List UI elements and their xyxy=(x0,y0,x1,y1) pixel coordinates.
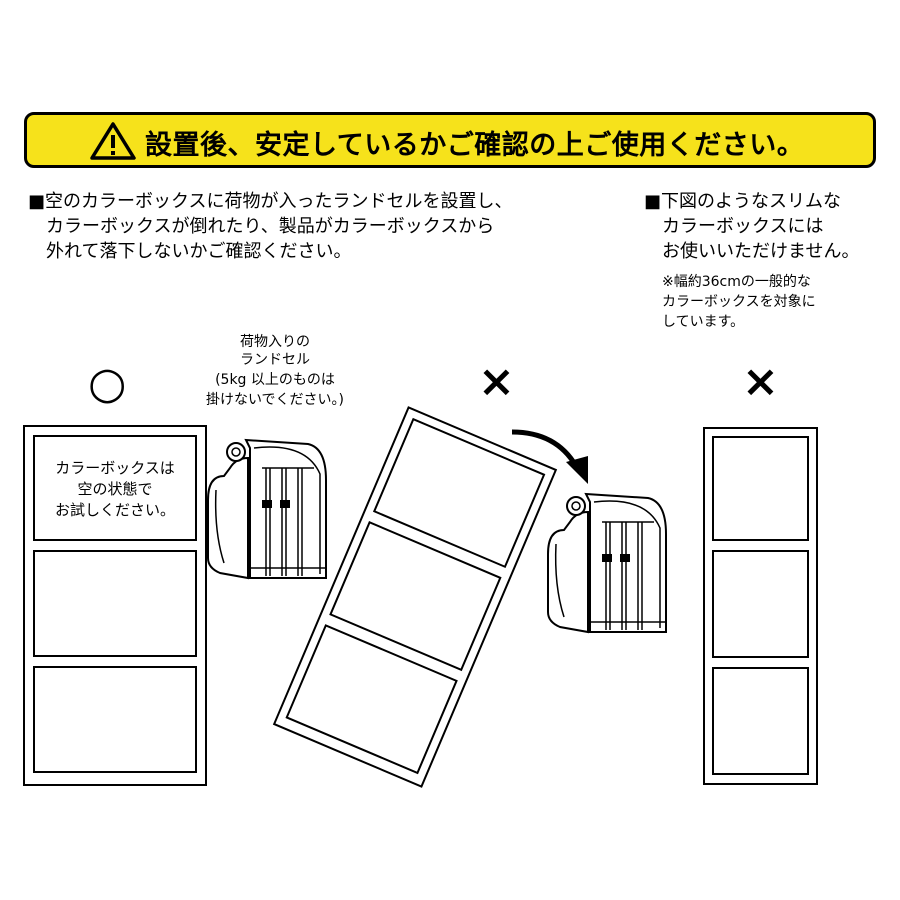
color-box-slim xyxy=(703,427,818,785)
box-label-line3: お試しください。 xyxy=(54,501,175,519)
right-note-sub3: しています。 xyxy=(662,314,745,330)
left-note-line1: ■空のカラーボックスに荷物が入ったランドセルを設置し、 xyxy=(28,191,513,212)
bag-label-line2: ランドセル xyxy=(240,352,310,368)
warning-banner: 設置後、安定しているかご確認の上ご使用ください。 xyxy=(24,112,876,168)
right-note-sub2: カラーボックスを対象に xyxy=(662,294,816,310)
right-note-line2: カラーボックスには xyxy=(662,216,824,237)
school-bag-ok xyxy=(207,439,327,579)
color-box-tipping xyxy=(272,406,558,788)
box-label-line1: カラーボックスは xyxy=(55,459,175,477)
bag-label-line4: 掛けないでください。) xyxy=(205,392,345,408)
right-note-line3: お使いいただけません。 xyxy=(662,241,860,262)
school-bag-falling xyxy=(547,493,667,633)
bag-label-line3: (5kg 以上のものは xyxy=(215,372,335,388)
right-note-line1: ■下図のようなスリムな xyxy=(644,191,842,212)
ng-cross-symbol-slim: × xyxy=(742,356,779,407)
left-note-line3: 外れて落下しないかご確認ください。 xyxy=(46,241,352,262)
left-note-line2: カラーボックスが倒れたり、製品がカラーボックスから xyxy=(46,216,495,237)
right-note-sub1: ※幅約36cmの一般的な xyxy=(662,274,811,290)
box-label-line2: 空の状態で xyxy=(77,480,153,498)
warning-triangle-icon xyxy=(90,122,136,160)
ok-circle-symbol: ○ xyxy=(88,358,127,409)
color-box-ok xyxy=(23,425,207,786)
ng-cross-symbol-tipping: × xyxy=(478,356,515,407)
tipping-arrow xyxy=(511,429,588,484)
banner-text: 設置後、安定しているかご確認の上ご使用ください。 xyxy=(145,130,805,161)
bag-label-line1: 荷物入りの xyxy=(240,334,310,350)
